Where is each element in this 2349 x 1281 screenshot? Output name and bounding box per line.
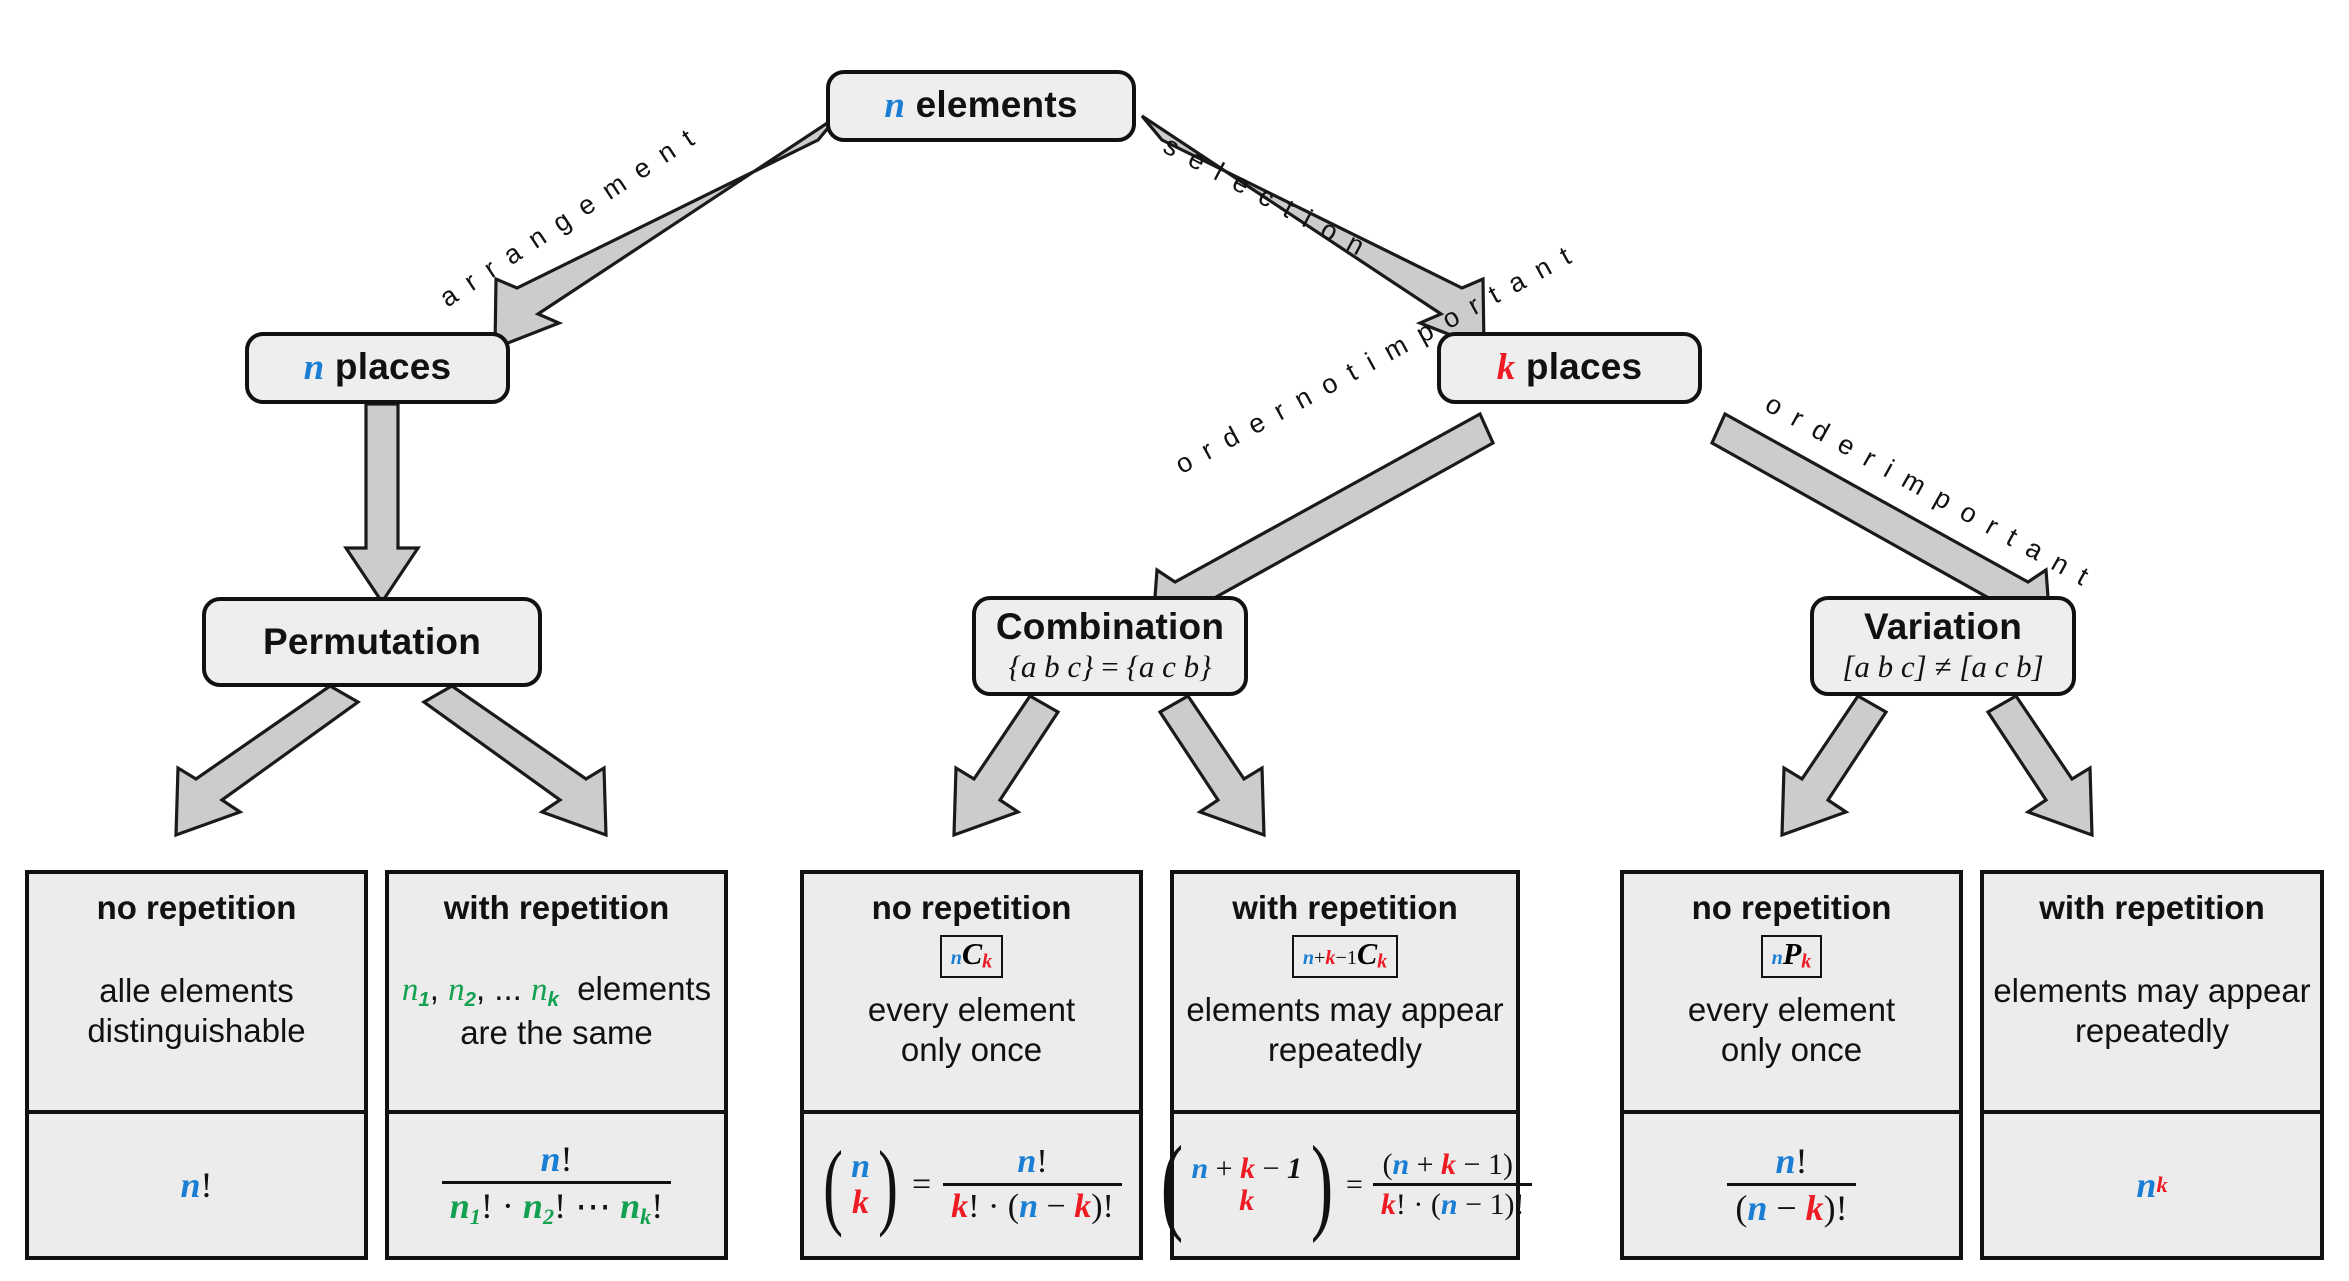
arrow-combination-right [1157,693,1266,838]
node-n-places[interactable]: n places [245,332,510,404]
card-3-desc-line2: only once [900,1030,1043,1068]
n-places-text: places [334,346,452,388]
node-permutation[interactable]: Permutation [202,597,542,687]
card-3-notation-tag: nCk [939,935,1004,979]
card-6-desc-line1: elements may appear [1993,971,2311,1009]
arrow-combination-left [952,693,1061,838]
card-6-upper: with repetition elements may appear repe… [1984,874,2320,1110]
card-1-header: no repetition [96,889,297,926]
arrow-permutation-left [174,684,361,838]
node-variation-title: Variation [1863,606,2023,648]
card-variation-with-repetition[interactable]: with repetition elements may appear repe… [1980,870,2324,1260]
combination-sub-op: = [1101,649,1119,685]
arrow-n-places-to-permutation [343,402,421,605]
card-2-header: with repetition [443,889,670,926]
node-n-places-title: n places [303,346,452,389]
combination-sub-left: {a b c} [1008,649,1094,685]
edge-label-order-important: o r d e r i m p o r t a n t [1760,388,2097,593]
edge-label-arrangement: a r r a n g e m e n t [434,121,703,313]
card-1-upper: no repetition alle elements distinguisha… [29,874,364,1110]
card-4-upper: with repetition n+k−1Ck elements may app… [1174,874,1516,1110]
node-combination-subtitle: {a b c} = {a c b} [1008,649,1212,685]
card-1-formula: n! [29,1110,364,1256]
card-5-notation-tag: nPk [1760,935,1823,979]
root-symbol-n: n [884,85,906,127]
card-3-upper: no repetition nCk every element only onc… [804,874,1139,1110]
combination-sub-right: {a c b} [1126,649,1212,685]
card-2-upper: with repetition n1, n2, ... nk elements … [389,874,724,1110]
card-1-description: alle elements distinguishable [29,971,364,1052]
card-5-upper: no repetition nPk every element only onc… [1624,874,1959,1110]
card-combination-no-repetition[interactable]: no repetition nCk every element only onc… [800,870,1143,1260]
node-root-title: n elements [884,84,1078,127]
node-permutation-title: Permutation [262,620,482,662]
card-5-header: no repetition [1691,889,1892,926]
card-2-desc-line2: are the same [460,1013,653,1051]
card-1-desc-line1: alle elements [99,971,294,1009]
variation-sub-op: ≠ [1934,649,1952,685]
card-3-description: every element only once [804,990,1139,1071]
card-3-desc-line1: every element [867,990,1076,1028]
root-label-text: elements [915,84,1078,126]
card-2-desc-line1: n1, n2, ... nk elements [401,969,712,1011]
node-combination[interactable]: Combination {a b c} = {a c b} [972,596,1248,696]
card-permutation-no-repetition[interactable]: no repetition alle elements distinguisha… [25,870,368,1260]
node-k-places[interactable]: k places [1437,332,1702,404]
node-variation[interactable]: Variation [a b c] ≠ [a c b] [1810,596,2076,696]
variation-sub-right: [a c b] [1959,649,2044,685]
node-k-places-title: k places [1496,346,1643,389]
card-1-desc-line2: distinguishable [87,1011,306,1049]
card-2-description: n1, n2, ... nk elements are the same [389,969,724,1053]
node-combination-title: Combination [995,606,1225,648]
card-2-formula: n! n1! · n2! ⋯ nk! [389,1110,724,1256]
card-4-notation-tag: n+k−1Ck [1291,935,1399,979]
card-4-formula: ( n + k − 1 k ) = (n + k − 1)! k! · (n −… [1160,1110,1533,1256]
card-6-desc-line2: repeatedly [2074,1011,2230,1049]
card-combination-with-repetition[interactable]: with repetition n+k−1Ck elements may app… [1160,870,1533,1260]
card-variation-no-repetition[interactable]: no repetition nPk every element only onc… [1620,870,1963,1260]
arrow-variation-right [1985,693,2094,838]
card-5-desc-line2: only once [1720,1030,1863,1068]
node-variation-subtitle: [a b c] ≠ [a c b] [1842,649,2044,685]
n-places-symbol: n [303,347,325,389]
variation-sub-left: [a b c] [1842,649,1927,685]
card-5-desc-line1: every element [1687,990,1896,1028]
node-root-n-elements[interactable]: n elements [826,70,1136,142]
card-4-description: elements may appear repeatedly [1174,990,1516,1071]
card-3-header: no repetition [871,889,1072,926]
card-4-desc-line1: elements may appear [1186,990,1504,1028]
card-permutation-with-repetition[interactable]: with repetition n1, n2, ... nk elements … [385,870,728,1260]
edge-label-selection: s e l e c t i o n [1158,130,1373,263]
k-places-text: places [1525,346,1643,388]
k-places-symbol: k [1496,347,1516,389]
card-5-formula: n! (n − k)! [1624,1110,1959,1256]
card-6-header: with repetition [2039,889,2265,926]
arrow-variation-left [1780,693,1889,838]
card-6-description: elements may appear repeatedly [1984,971,2320,1052]
card-4-header: with repetition [1232,889,1458,926]
card-5-description: every element only once [1624,990,1959,1071]
card-4-desc-line2: repeatedly [1267,1030,1423,1068]
arrow-permutation-right [421,684,608,838]
